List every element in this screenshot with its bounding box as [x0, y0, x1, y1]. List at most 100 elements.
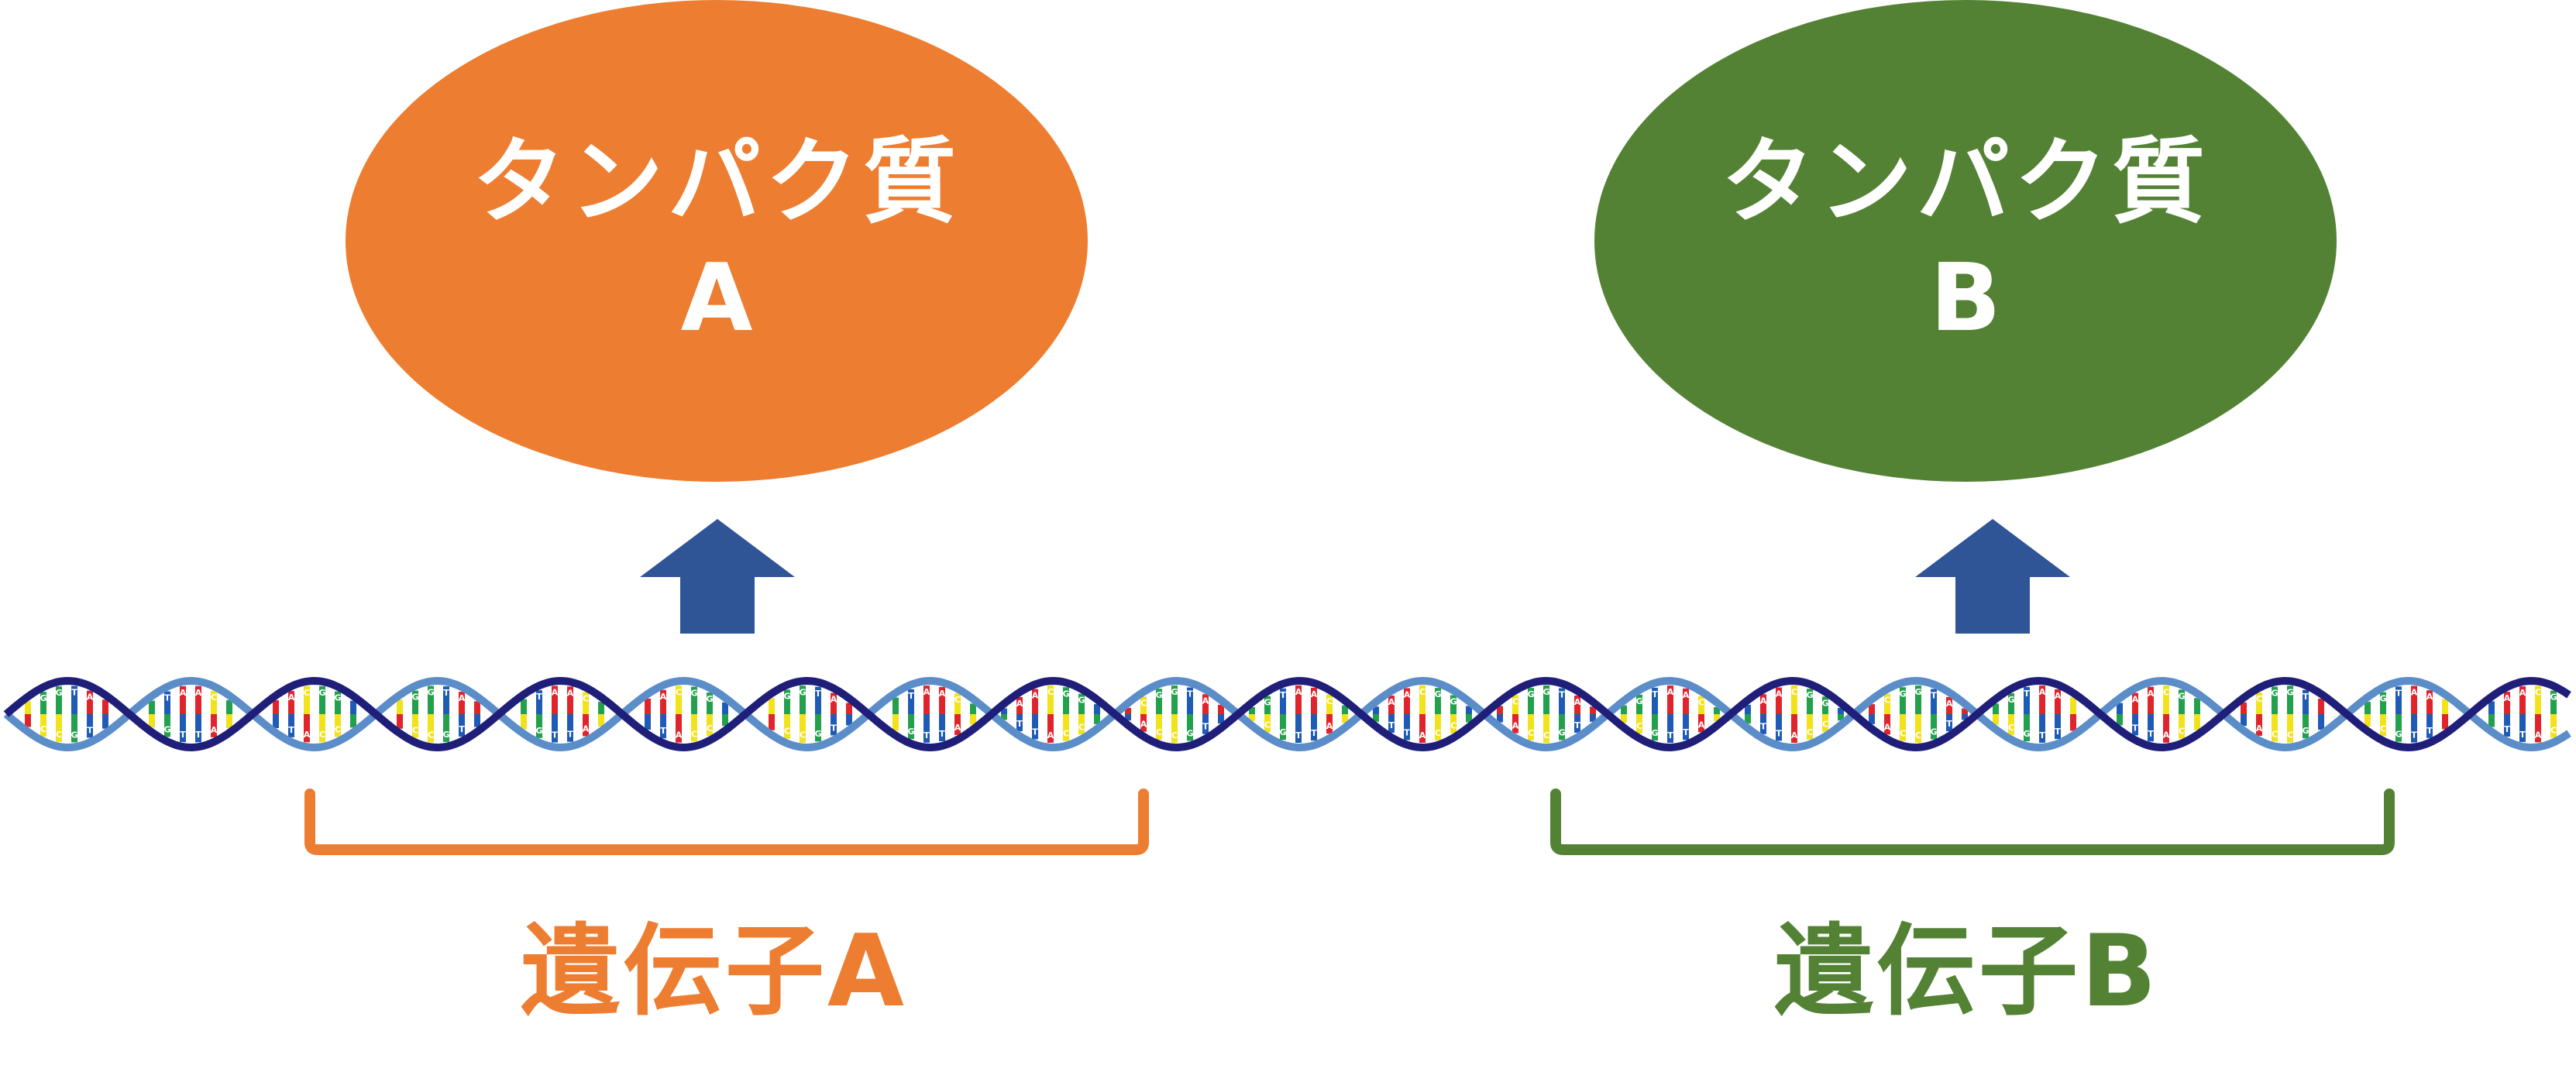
base-letter: G — [1264, 698, 1271, 708]
base-letter: G — [1914, 687, 1921, 697]
base-pair — [2055, 689, 2061, 714]
base-pair — [1962, 714, 1968, 720]
base-pair — [831, 714, 837, 736]
base-pair — [2318, 714, 2324, 730]
base-pair — [1838, 707, 1844, 714]
base-letter: A — [2055, 691, 2062, 701]
base-pair — [567, 686, 573, 714]
protein-a-label-line1: タンパク質 — [473, 129, 961, 236]
base-letter: T — [2148, 729, 2154, 739]
base-pair — [164, 714, 170, 737]
base-pair — [2318, 698, 2324, 714]
base-pair — [1063, 687, 1069, 714]
base-letter: C — [1528, 728, 1534, 738]
base-pair — [2535, 714, 2541, 743]
base-letter: T — [459, 724, 465, 734]
base-letter: G — [318, 688, 325, 698]
base-pair — [1962, 708, 1968, 714]
base-pair — [1683, 714, 1689, 740]
dna-helix: GCGCTGATTGATATCAATCAGCGCGCGCTGATTGATATCA… — [3, 676, 2571, 752]
base-letter: C — [1915, 730, 1921, 740]
base-letter: T — [1760, 722, 1766, 732]
base-pair — [2148, 686, 2154, 714]
base-letter: T — [288, 725, 294, 735]
base-letter: T — [443, 688, 449, 698]
base-letter: T — [1202, 722, 1209, 732]
dna-strand-dark — [3, 676, 2571, 752]
base-pair — [722, 714, 728, 727]
base-pair — [71, 714, 77, 743]
base-letter: A — [1574, 697, 1581, 707]
base-letter: A — [1032, 691, 1039, 701]
base-pair — [1528, 714, 1534, 740]
base-pair — [102, 714, 108, 729]
base-pair — [1838, 714, 1844, 721]
base-pair — [2504, 714, 2510, 737]
base-letter: C — [304, 688, 310, 698]
base-pair — [784, 714, 790, 739]
base-pair — [707, 692, 713, 714]
base-pair — [846, 714, 852, 726]
protein-b-label-line2: B — [1930, 245, 2001, 352]
base-letter: T — [1016, 719, 1023, 729]
base-letter: A — [1776, 689, 1783, 699]
base-pair — [2256, 692, 2262, 714]
base-pair — [2132, 692, 2138, 714]
base-pair — [273, 714, 279, 729]
base-pair — [598, 702, 604, 714]
base-pair — [1450, 714, 1457, 734]
base-letter: A — [1295, 687, 1302, 697]
base-pair — [1295, 714, 1302, 743]
base-pair — [2117, 714, 2123, 726]
base-letter: T — [536, 692, 542, 702]
base-letter: T — [87, 725, 93, 735]
base-pair — [1404, 714, 1410, 740]
base-pair — [428, 685, 434, 714]
base-letter: A — [1667, 687, 1674, 697]
base-pair — [939, 714, 945, 741]
base-letter: T — [2519, 730, 2526, 740]
base-pair — [1125, 707, 1131, 714]
base-pair — [1497, 706, 1503, 714]
base-pair — [1900, 687, 1906, 714]
base-pair — [2426, 690, 2433, 714]
base-pair — [1435, 714, 1441, 740]
base-pair — [1884, 693, 1890, 714]
base-pair — [1791, 714, 1797, 743]
base-letter: A — [1791, 730, 1798, 740]
base-pair — [583, 692, 589, 714]
base-letter: A — [583, 723, 590, 734]
base-letter: C — [428, 730, 434, 740]
base-pair — [567, 714, 573, 742]
base-pair — [676, 714, 682, 743]
base-pair — [2519, 686, 2526, 714]
base-letter: T — [1404, 728, 1410, 738]
base-letter: G — [1821, 698, 1828, 708]
base-letter: A — [1884, 722, 1891, 732]
base-pair — [691, 714, 697, 742]
base-pair — [1218, 704, 1224, 714]
base-pair — [1621, 705, 1627, 714]
base-pair — [319, 714, 325, 743]
base-pair — [1946, 714, 1952, 732]
protein-b-label-line1: タンパク質 — [1721, 129, 2210, 236]
base-pair — [800, 714, 806, 743]
base-letter: A — [1946, 699, 1953, 709]
base-pair — [335, 714, 341, 737]
base-pair — [149, 700, 155, 714]
base-letter: G — [2286, 687, 2293, 697]
base-letter: T — [1931, 691, 1937, 701]
base-pair — [1373, 706, 1379, 714]
base-letter: A — [2504, 693, 2511, 703]
base-letter: C — [1512, 696, 1518, 706]
base-pair — [923, 685, 930, 714]
base-letter: A — [954, 723, 961, 733]
base-pair — [1776, 687, 1782, 714]
base-letter: A — [2256, 723, 2263, 734]
base-letter: C — [2256, 694, 2262, 704]
base-pair — [1574, 714, 1580, 733]
base-letter: C — [800, 730, 806, 740]
base-letter: T — [1574, 720, 1580, 730]
bracket-icon — [304, 789, 1149, 855]
base-letter: A — [567, 688, 574, 698]
